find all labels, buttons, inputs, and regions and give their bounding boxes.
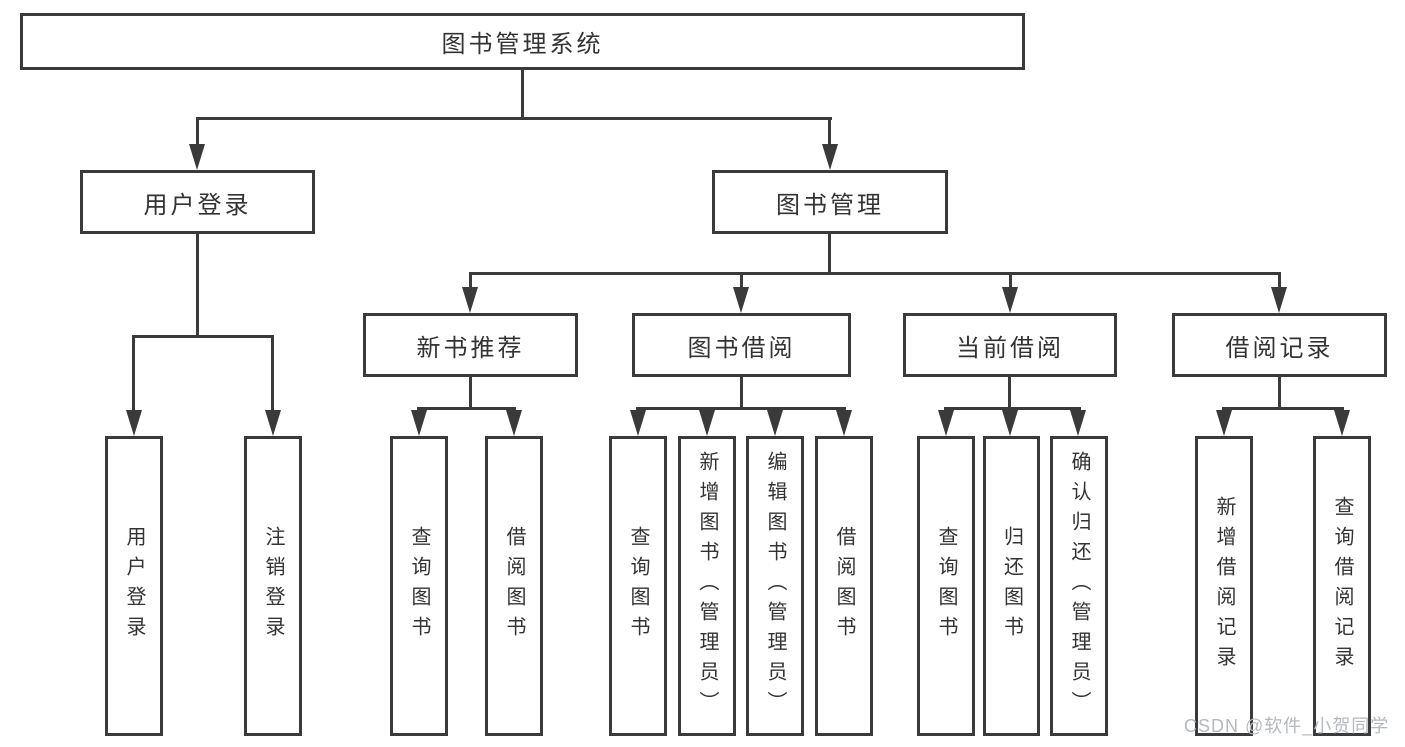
connector [469, 377, 472, 408]
node-borrow-books: 借阅图书 [815, 436, 873, 736]
node-query-books: 查询图书 [609, 436, 667, 736]
node-label: 查询图书 [627, 526, 649, 646]
node-label: 借阅图书 [833, 526, 855, 646]
watermark-text: CSDN @软件_小贺同学 [1184, 716, 1390, 736]
node-add-borrow-record: 新增借阅记录 [1195, 436, 1253, 736]
arrow-down-icon [1216, 410, 1232, 436]
node-edit-books-admin: 编辑图书（管理员） [746, 436, 804, 736]
arrow-down-icon [822, 144, 838, 170]
arrow-down-icon [1002, 287, 1018, 313]
node-label: 借阅记录 [1225, 334, 1334, 362]
node-label: 查询借阅记录 [1331, 496, 1353, 676]
node-user-login-leaf: 用户登录 [105, 436, 163, 736]
node-label: 当前借阅 [956, 334, 1064, 362]
connector [1278, 377, 1281, 408]
connector [196, 117, 199, 147]
node-user-login: 用户登录 [80, 170, 315, 234]
node-borrow-books: 借阅图书 [485, 436, 543, 736]
node-label: 用户登录 [143, 191, 252, 219]
node-label: 新增借阅记录 [1213, 496, 1235, 676]
connector [271, 335, 274, 414]
node-query-books: 查询图书 [917, 436, 975, 736]
arrow-down-icon [836, 410, 852, 436]
connector [828, 117, 831, 147]
node-query-books: 查询图书 [390, 436, 448, 736]
connector [740, 272, 743, 289]
node-query-borrow-record: 查询借阅记录 [1313, 436, 1371, 736]
node-book-management: 图书管理 [712, 170, 948, 234]
connector [740, 377, 743, 408]
node-label: 图书管理 [776, 191, 884, 219]
connector [132, 335, 135, 414]
arrow-down-icon [411, 410, 427, 436]
node-logout: 注销登录 [244, 436, 302, 736]
connector [944, 407, 1081, 410]
connector [636, 407, 846, 410]
node-label: 注销登录 [262, 526, 284, 646]
connector [1008, 377, 1011, 408]
node-label: 图书管理系统 [441, 31, 604, 58]
node-label: 借阅图书 [503, 526, 525, 646]
connector [469, 272, 472, 289]
arrow-down-icon [189, 144, 205, 170]
connector [828, 234, 831, 272]
node-add-books-admin: 新增图书（管理员） [678, 436, 736, 736]
arrow-down-icon [506, 410, 522, 436]
connector [132, 335, 274, 338]
node-borrowing-records: 借阅记录 [1172, 313, 1387, 377]
node-label: 用户登录 [123, 526, 145, 646]
arrow-down-icon [265, 410, 281, 436]
connector [196, 234, 199, 335]
node-confirm-return-admin: 确认归还（管理员） [1050, 436, 1108, 736]
connector [1009, 272, 1012, 289]
node-label: 新增图书（管理员） [696, 451, 718, 721]
node-label: 查询图书 [408, 526, 430, 646]
arrow-down-icon [1002, 410, 1018, 436]
arrow-down-icon [126, 410, 142, 436]
node-book-management-system: 图书管理系统 [20, 13, 1025, 70]
arrow-down-icon [1271, 287, 1287, 313]
connector [1278, 272, 1281, 289]
connector [1222, 407, 1344, 410]
arrow-down-icon [699, 410, 715, 436]
node-label: 确认归还（管理员） [1068, 451, 1090, 721]
arrow-down-icon [630, 410, 646, 436]
arrow-down-icon [733, 287, 749, 313]
arrow-down-icon [938, 410, 954, 436]
arrow-down-icon [462, 287, 478, 313]
node-return-books: 归还图书 [983, 436, 1040, 736]
node-current-borrowing: 当前借阅 [903, 313, 1117, 377]
node-label: 查询图书 [935, 526, 957, 646]
arrow-down-icon [767, 410, 783, 436]
connector [521, 70, 524, 117]
node-label: 归还图书 [1000, 526, 1023, 646]
connector [417, 407, 516, 410]
connector [196, 117, 832, 120]
arrow-down-icon [1334, 410, 1350, 436]
connector [469, 272, 1281, 275]
arrow-down-icon [1070, 410, 1086, 436]
node-new-book-recommend: 新书推荐 [363, 313, 578, 377]
node-label: 新书推荐 [416, 334, 525, 362]
node-book-borrowing: 图书借阅 [632, 313, 851, 377]
node-label: 图书借阅 [687, 334, 796, 362]
node-label: 编辑图书（管理员） [764, 451, 786, 721]
